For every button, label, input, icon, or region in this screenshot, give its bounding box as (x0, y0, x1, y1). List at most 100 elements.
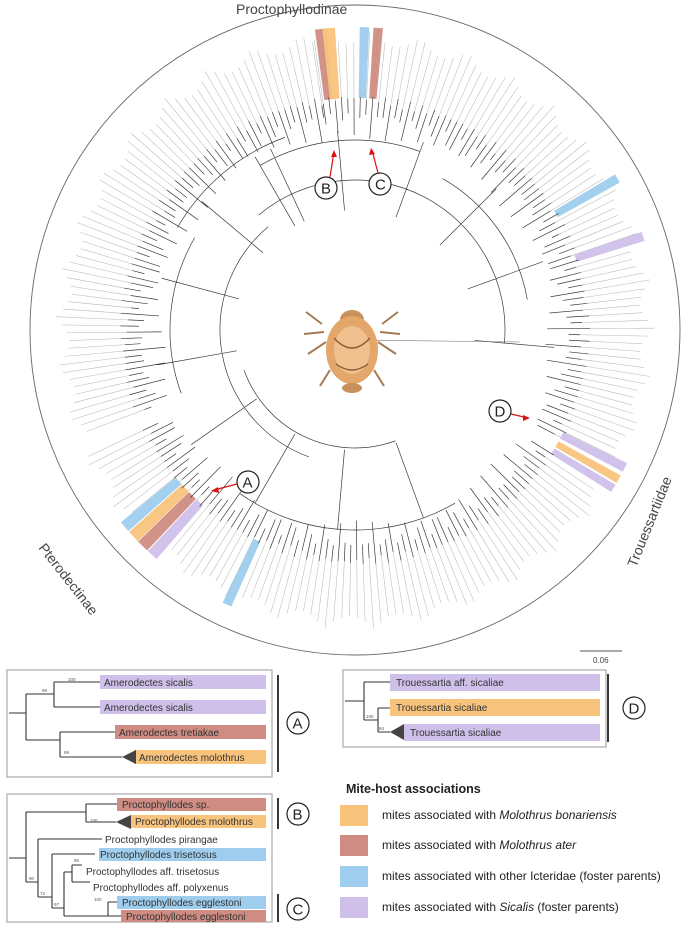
clade-marker-a: A (211, 470, 260, 494)
tip-label-stroke (538, 467, 591, 507)
host-highlight-band (554, 174, 620, 218)
tip-label-stroke (113, 467, 168, 508)
tip-label-stroke (64, 350, 124, 357)
tip-label-stroke (258, 543, 279, 600)
tip-highlight-a1 (100, 675, 266, 689)
tip-label-stroke (467, 77, 497, 129)
tip-label-stroke (317, 558, 327, 622)
scale-bar: 0.06 (580, 650, 622, 665)
tip-label-stroke (385, 46, 393, 98)
tip-label-stroke (184, 97, 217, 142)
tip-label-stroke (573, 401, 637, 424)
tip-label-stroke (91, 210, 142, 235)
tip-label-stroke (531, 139, 577, 179)
tip-label-stroke (524, 488, 565, 526)
tip-label-stroke (72, 398, 139, 420)
tip-label-stroke (587, 296, 641, 304)
tip-label-stroke (223, 72, 249, 122)
tip-label-stroke (197, 89, 227, 134)
host-highlight-bands (120, 27, 645, 607)
tip-label-stroke (495, 104, 535, 154)
tip-label-stroke (558, 207, 615, 235)
tip-label-stroke (176, 513, 210, 556)
tip-label-stroke (580, 259, 633, 273)
tip-label-stroke (380, 555, 389, 617)
tip-label-stroke (97, 205, 150, 231)
tip-label-stroke (589, 340, 644, 345)
tip-label-stroke (582, 304, 640, 311)
tip-label-stroke (112, 169, 160, 201)
tip-label-stroke (191, 94, 226, 144)
tip-label-stroke (141, 131, 185, 172)
tip-label-stroke (583, 288, 645, 298)
tip-label-stroke (454, 540, 480, 593)
tip-label-stroke (132, 477, 175, 513)
host-highlight-band (555, 441, 621, 483)
tip-label-stroke (545, 465, 591, 497)
tip-label-stroke (487, 511, 525, 563)
tip-label: Proctophyllodes aff. polyxenus (93, 883, 228, 894)
legend-title: Mite-host associations (346, 782, 481, 796)
tip-label-stroke (498, 505, 538, 554)
tip-label-stroke (438, 54, 464, 117)
tip-label: Amerodectes tretiakae (119, 728, 219, 739)
legend-item-molothrus-bonariensis: mites associated with Molothrus bonarien… (340, 804, 617, 826)
tip-label-stroke (580, 266, 637, 280)
tip-label-stroke (98, 441, 150, 470)
tip-label-stroke (582, 272, 644, 286)
tip-label-stroke (62, 363, 126, 373)
host-highlight-band (129, 484, 189, 542)
tip-label-stroke (103, 172, 165, 211)
tip-label-stroke (324, 561, 332, 628)
tip-label-stroke (485, 87, 519, 136)
tip-label-stroke (568, 413, 626, 436)
tip-label-stroke (123, 470, 174, 510)
host-highlight-band (560, 432, 628, 472)
tip-label-stroke (578, 390, 632, 406)
tip-label-stroke (88, 430, 144, 457)
tree-branches (120, 96, 590, 564)
tip-label-stroke (312, 42, 323, 106)
tip-label-stroke (574, 408, 634, 431)
tip-label-stroke (515, 115, 557, 159)
tip-label-stroke (61, 324, 121, 327)
tip-label-stroke (538, 150, 589, 189)
tip-label-stroke (68, 344, 126, 349)
tip-label-stroke (580, 346, 641, 352)
tip-label-stroke (120, 164, 170, 200)
tip-label-stroke (127, 141, 176, 181)
clade-letter-c: C (293, 902, 304, 919)
tip-label-stroke (242, 540, 267, 598)
host-highlight-band (358, 27, 370, 99)
tip-highlight-a4 (134, 750, 266, 764)
tip-label-stroke (180, 513, 219, 564)
svg-text:C: C (375, 177, 386, 194)
tip-label-stroke (171, 504, 210, 550)
tip-label-stroke (458, 535, 485, 587)
tip-label-stroke (74, 375, 130, 387)
tip-label-stroke (204, 70, 238, 127)
tip-label: Amerodectes molothrus (139, 753, 245, 764)
tip-label-stroke (429, 547, 449, 602)
tip-label-stroke (581, 320, 648, 323)
tip-label-stroke (462, 76, 489, 124)
collapsed-clade-triangle (122, 750, 136, 764)
tip-label-stroke (100, 189, 157, 221)
svg-text:100: 100 (90, 818, 98, 823)
tip-label-stroke (231, 71, 257, 124)
tip-label-stroke (248, 51, 273, 113)
tip-label-stroke (474, 77, 506, 130)
tip-label-stroke (337, 42, 342, 98)
clade-letter-b: B (293, 807, 303, 824)
host-highlight-band (222, 538, 261, 607)
host-highlight-band (551, 448, 616, 492)
tip-label-stroke (80, 406, 134, 426)
tip-label-stroke (175, 98, 215, 150)
legend-swatch (340, 865, 368, 887)
tip-label-stroke (303, 37, 315, 99)
tip-label-stroke (275, 54, 291, 107)
svg-text:100: 100 (366, 714, 374, 719)
svg-text:D: D (495, 404, 506, 421)
tip-label-stroke (582, 378, 638, 391)
svg-text:A: A (243, 475, 253, 492)
